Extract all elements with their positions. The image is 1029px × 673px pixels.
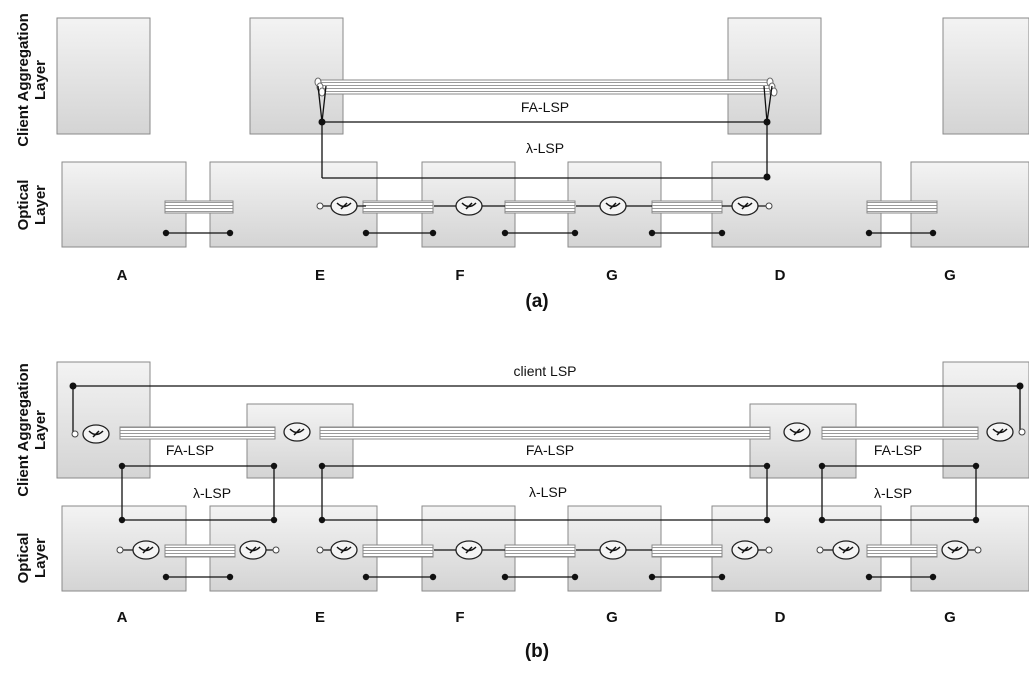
client-layer-label-line2: Layer (32, 60, 49, 100)
optical-layer-label-line2: Layer (32, 538, 49, 578)
node-label: A (117, 267, 128, 284)
client-box (56, 17, 151, 135)
client-oxc-glyphs (88, 428, 1008, 438)
fa-lsp-links-b (121, 465, 977, 521)
node-label: G (606, 267, 618, 284)
fa-port-dots (118, 462, 980, 524)
lambda-lsp-label: λ-LSP (874, 485, 912, 501)
open-ports (316, 202, 773, 210)
client-box (727, 17, 822, 135)
node-label: E (315, 267, 325, 284)
panel-a: FA-LSP λ-LSP (56, 17, 1029, 312)
node-label: G (944, 267, 956, 284)
optical-bundles-b (164, 544, 938, 558)
lambda-lsp-label: λ-LSP (193, 485, 231, 501)
client-box (56, 361, 151, 479)
port-dot (318, 118, 326, 126)
optical-bundles (164, 200, 938, 214)
panel-a-caption: (a) (525, 291, 548, 312)
client-box (249, 17, 344, 135)
client-lsp-label: client LSP (513, 363, 576, 379)
client-layer-label-line2: Layer (32, 410, 49, 450)
node-label: A (117, 609, 128, 626)
node-label: E (315, 609, 325, 626)
fa-lsp-label: FA-LSP (874, 442, 922, 458)
node-label: F (455, 609, 464, 626)
client-open-ports (71, 428, 1026, 438)
optical-layer-label-line1: Optical (15, 180, 32, 231)
fa-lsp-bundle (319, 79, 771, 95)
client-layer-label-line1: Client Aggregation (15, 13, 32, 147)
node-labels-b: A E F G D G (117, 609, 956, 626)
optical-layer-label-line1: Optical (15, 533, 32, 584)
node-label: G (944, 609, 956, 626)
fa-lsp-label: FA-LSP (521, 99, 569, 115)
layer-labels-a: Client Aggregation Layer Optical Layer (15, 13, 49, 230)
optical-layer-label-line2: Layer (32, 185, 49, 225)
lambda-lsp-label: λ-LSP (529, 484, 567, 500)
port-dot (1016, 382, 1024, 390)
client-lsp-links (72, 385, 1021, 434)
port-dot (69, 382, 77, 390)
open-ports-b (116, 546, 982, 554)
oxc-glyphs-b (138, 546, 963, 554)
optical-port-dots-b (162, 573, 937, 581)
node-label: G (606, 609, 618, 626)
panel-b: client LSP (56, 361, 1029, 662)
client-layer-label-line1: Client Aggregation (15, 363, 32, 497)
optical-port-dots (162, 229, 937, 237)
oxc-glyphs (336, 202, 753, 210)
node-label: D (775, 609, 786, 626)
lambda-lsp-label: λ-LSP (526, 140, 564, 156)
fa-lsp-label: FA-LSP (526, 442, 574, 458)
fa-lsp-links (317, 85, 773, 179)
client-box (942, 17, 1029, 135)
client-box (942, 361, 1029, 479)
port-dot (763, 118, 771, 126)
client-bundles (119, 426, 979, 440)
port-dot (763, 173, 771, 181)
node-labels-a: A E F G D G (117, 267, 956, 284)
panel-b-caption: (b) (525, 641, 549, 662)
fa-lsp-label: FA-LSP (166, 442, 214, 458)
layer-labels-b: Client Aggregation Layer Optical Layer (15, 363, 49, 583)
node-label: D (775, 267, 786, 284)
node-label: F (455, 267, 464, 284)
